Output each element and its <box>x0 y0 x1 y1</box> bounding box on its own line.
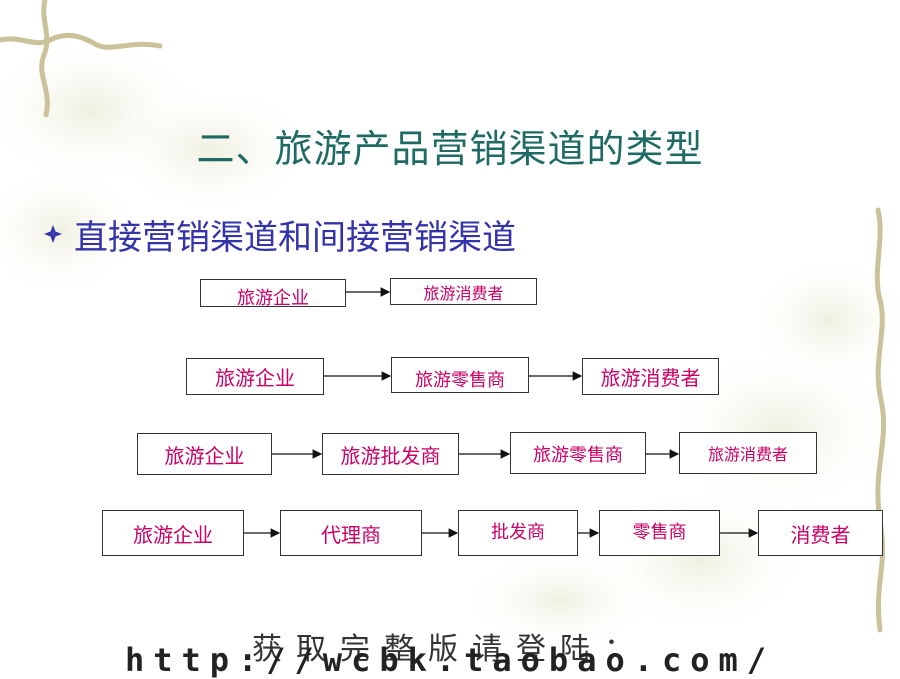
chain4-node-retailer: 零售商 <box>599 510 720 556</box>
chain4-node-wholesaler: 批发商 <box>458 510 578 556</box>
chain3-node-consumer: 旅游消费者 <box>679 432 817 474</box>
chain4-node-enterprise: 旅游企业 <box>102 510 244 556</box>
chain4-node-agent: 代理商 <box>280 510 422 556</box>
chain3-node-retailer: 旅游零售商 <box>510 432 646 474</box>
bullet-item: 直接营销渠道和间接营销渠道 <box>42 212 516 258</box>
chain3-node-enterprise: 旅游企业 <box>137 433 272 475</box>
chain1-node-enterprise: 旅游企业 <box>200 279 346 309</box>
diamond-bullet-icon <box>44 225 62 243</box>
chain1-node-consumer: 旅游消费者 <box>390 278 537 305</box>
chain2-node-enterprise: 旅游企业 <box>186 358 324 395</box>
footer-notice: 获取完整版请登陆： <box>252 632 648 667</box>
chain2-node-retailer: 旅游零售商 <box>391 357 529 393</box>
chain3-node-wholesaler: 旅游批发商 <box>322 433 459 475</box>
chain4-node-consumer: 消费者 <box>758 510 883 556</box>
chain2-node-consumer: 旅游消费者 <box>582 358 719 395</box>
footer-url[interactable]: http://wcbk.taobao.com/ <box>124 641 776 679</box>
bullet-text: 直接营销渠道和间接营销渠道 <box>74 217 516 258</box>
vine-decoration <box>0 0 887 633</box>
slide-title: 二、旅游产品营销渠道的类型 <box>196 127 704 171</box>
